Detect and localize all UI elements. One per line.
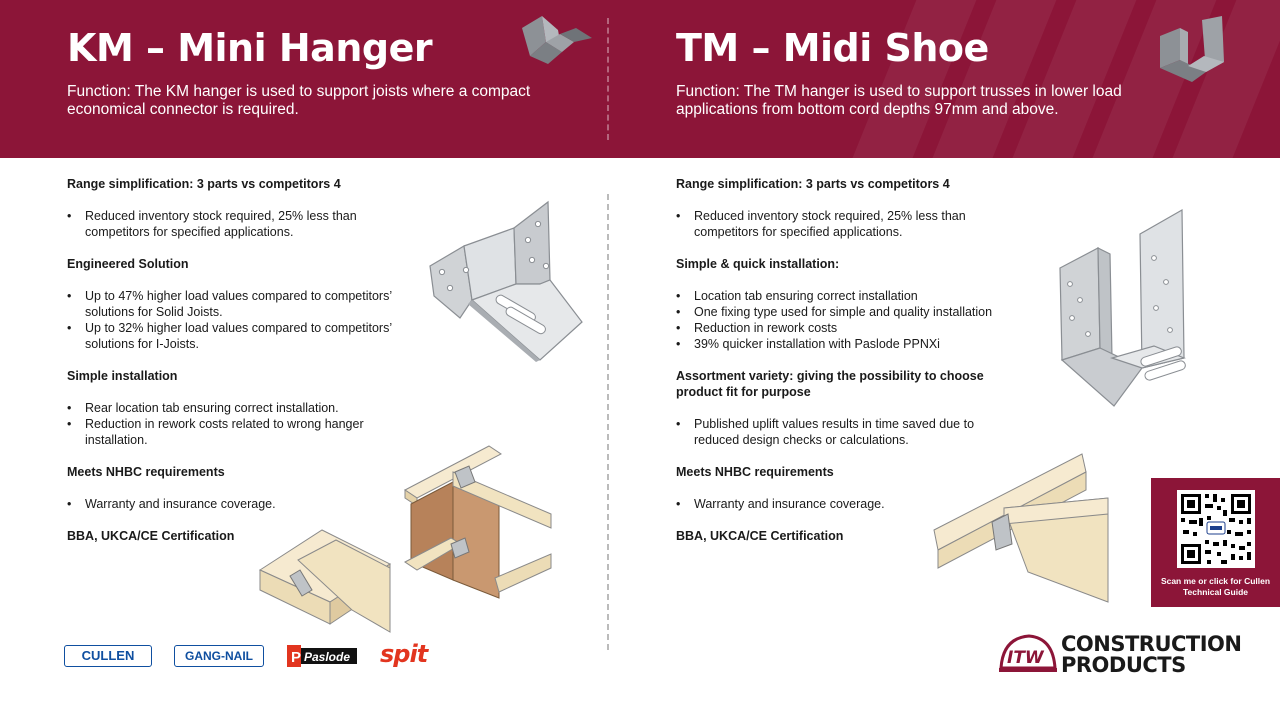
km-features: Range simplification: 3 parts vs competi… bbox=[67, 176, 422, 560]
spit-logo: spit bbox=[380, 640, 428, 668]
tm-heading-range: Range simplification: 3 parts vs competi… bbox=[676, 177, 950, 191]
cullen-logo: CULLEN bbox=[64, 645, 152, 667]
tm-bullet: Location tab ensuring correct installati… bbox=[676, 288, 1021, 304]
construction-logo-text: CONSTRUCTION bbox=[1061, 632, 1242, 656]
km-bullet: Rear location tab ensuring correct insta… bbox=[67, 400, 422, 416]
construction-products-logo: CONSTRUCTION PRODUCTS bbox=[1061, 634, 1242, 676]
tm-title: TM – Midi Shoe bbox=[676, 26, 989, 70]
tm-bullet: 39% quicker installation with Paslode PP… bbox=[676, 336, 1021, 352]
km-bullet: Up to 32% higher load values compared to… bbox=[67, 320, 422, 352]
gangnail-logo-text: GANG-NAIL bbox=[185, 649, 253, 663]
qr-code-icon[interactable] bbox=[1177, 490, 1255, 568]
km-heading-certification: BBA, UKCA/CE Certification bbox=[67, 529, 235, 543]
tm-heading-assortment: Assortment variety: giving the possibili… bbox=[676, 369, 984, 399]
qr-code-panel[interactable]: Scan me or click for Cullen Technical Gu… bbox=[1151, 478, 1280, 607]
km-heading-range: Range simplification: 3 parts vs competi… bbox=[67, 177, 341, 191]
svg-text:P: P bbox=[291, 649, 301, 666]
itw-logo-text: ITW bbox=[1007, 648, 1045, 668]
paslode-logo: P Paslode bbox=[287, 645, 357, 667]
header-divider bbox=[607, 18, 609, 140]
tm-bullet: Reduction in rework costs bbox=[676, 320, 1021, 336]
tm-heading-certification: BBA, UKCA/CE Certification bbox=[676, 529, 844, 543]
tm-list-nhbc: Warranty and insurance coverage. bbox=[676, 496, 1021, 512]
tm-truss-illustration bbox=[933, 453, 1109, 603]
km-solid-joist-illustration bbox=[258, 529, 392, 633]
products-logo-text: PRODUCTS bbox=[1061, 653, 1186, 677]
km-list-engineered: Up to 47% higher load values compared to… bbox=[67, 288, 422, 352]
tm-heading-nhbc: Meets NHBC requirements bbox=[676, 465, 834, 479]
paslode-logo-text: Paslode bbox=[304, 650, 350, 664]
tm-bullet: One fixing type used for simple and qual… bbox=[676, 304, 1021, 320]
km-list-installation: Rear location tab ensuring correct insta… bbox=[67, 400, 422, 448]
km-bullet: Up to 47% higher load values compared to… bbox=[67, 288, 422, 320]
km-bullet: Reduced inventory stock required, 25% le… bbox=[67, 208, 422, 240]
km-list-range: Reduced inventory stock required, 25% le… bbox=[67, 208, 422, 240]
column-divider bbox=[607, 194, 609, 650]
tm-list-installation: Location tab ensuring correct installati… bbox=[676, 288, 1021, 352]
tm-list-range: Reduced inventory stock required, 25% le… bbox=[676, 208, 1021, 240]
itw-hardhat-logo: ITW bbox=[999, 634, 1057, 672]
km-hanger-illustration bbox=[429, 200, 583, 362]
tm-list-assortment: Published uplift values results in time … bbox=[676, 416, 1021, 448]
tm-bullet: Warranty and insurance coverage. bbox=[676, 496, 1021, 512]
km-bullet: Reduction in rework costs related to wro… bbox=[67, 416, 422, 448]
km-title: KM – Mini Hanger bbox=[67, 26, 433, 70]
qr-caption[interactable]: Scan me or click for Cullen Technical Gu… bbox=[1160, 576, 1271, 597]
km-bullet: Warranty and insurance coverage. bbox=[67, 496, 422, 512]
km-heading-engineered: Engineered Solution bbox=[67, 257, 189, 271]
tm-heading-installation: Simple & quick installation: bbox=[676, 257, 840, 271]
header-banner: KM – Mini Hanger Function: The KM hanger… bbox=[0, 0, 1280, 158]
km-heading-installation: Simple installation bbox=[67, 369, 178, 383]
tm-function: Function: The TM hanger is used to suppo… bbox=[676, 83, 1122, 118]
gangnail-logo: GANG-NAIL bbox=[174, 645, 264, 667]
tm-shoe-illustration bbox=[1059, 208, 1186, 407]
km-function: Function: The KM hanger is used to suppo… bbox=[67, 83, 531, 118]
cullen-logo-text: CULLEN bbox=[81, 648, 135, 663]
km-hanger-icon bbox=[522, 16, 592, 64]
km-heading-nhbc: Meets NHBC requirements bbox=[67, 465, 225, 479]
tm-bullet: Published uplift values results in time … bbox=[676, 416, 1021, 448]
tm-bullet: Reduced inventory stock required, 25% le… bbox=[676, 208, 1021, 240]
km-list-nhbc: Warranty and insurance coverage. bbox=[67, 496, 422, 512]
tm-shoe-icon bbox=[1160, 16, 1224, 82]
km-i-joist-illustration bbox=[404, 445, 552, 599]
tm-features: Range simplification: 3 parts vs competi… bbox=[676, 176, 1021, 560]
